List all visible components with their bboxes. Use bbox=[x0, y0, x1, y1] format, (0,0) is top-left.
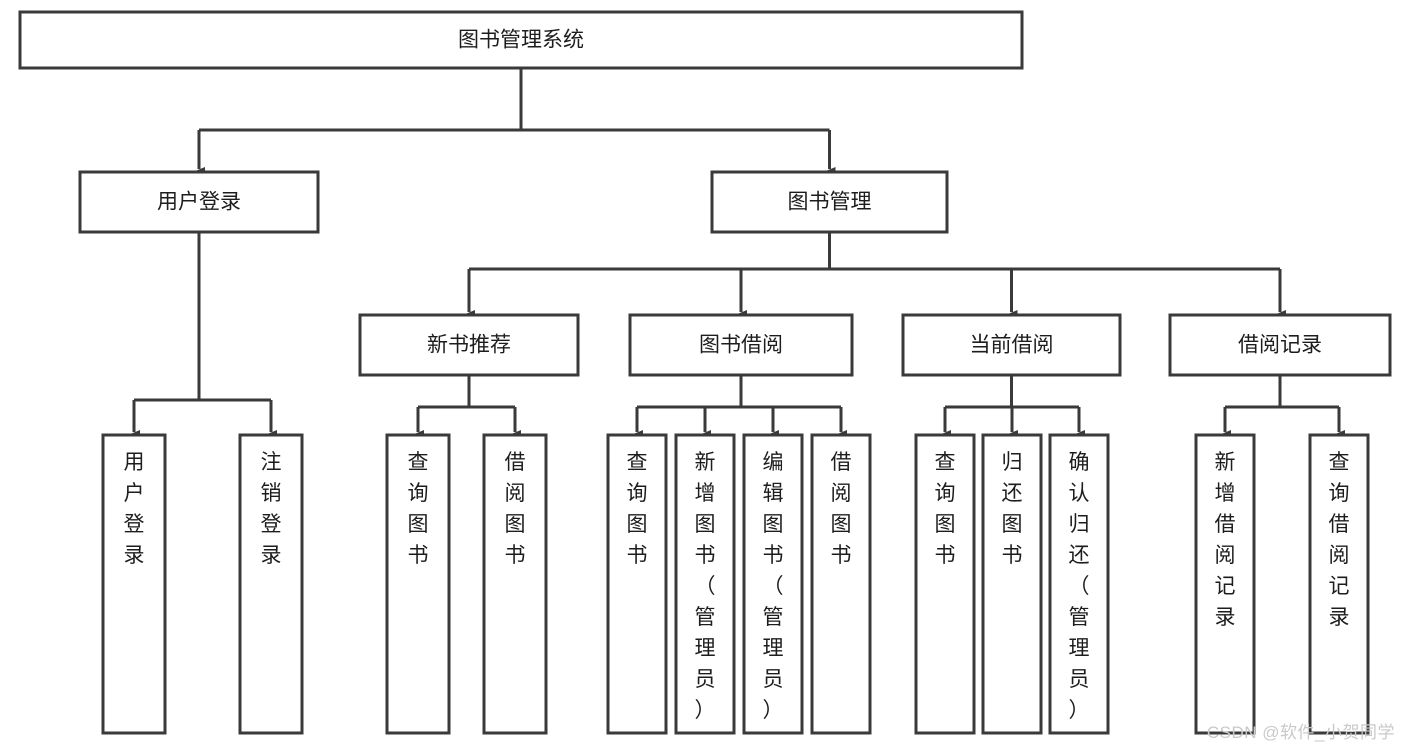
leaf-leaf-query-book-2[interactable]: 查询图书 bbox=[606, 433, 668, 735]
leaf-leaf-query-borrow-record[interactable]: 查询借阅记录 bbox=[1308, 433, 1370, 735]
node-root-title-rect bbox=[18, 10, 1024, 70]
connector-edges bbox=[128, 68, 1345, 440]
leaf-leaf-return-book-label: 归还图书 bbox=[1002, 451, 1023, 567]
leaf-leaf-query-book-3-label: 查询图书 bbox=[935, 451, 956, 567]
leaf-leaf-confirm-return-label: 确认归还（管理员） bbox=[1069, 451, 1090, 722]
node-book-manage-rect bbox=[710, 170, 949, 234]
leaf-leaf-confirm-return[interactable]: 确认归还（管理员） bbox=[1048, 433, 1110, 735]
leaf-leaf-add-book-label: 新增图书（管理员） bbox=[695, 451, 716, 722]
leaf-leaf-query-book-3-rect bbox=[914, 433, 976, 735]
node-current-borrow[interactable]: 当前借阅 bbox=[901, 313, 1122, 377]
node-borrow-record-label: 借阅记录 bbox=[1238, 334, 1322, 357]
leaf-leaf-query-borrow-record-label: 查询借阅记录 bbox=[1329, 451, 1350, 629]
node-book-borrow-rect bbox=[628, 313, 854, 377]
node-book-borrow-label: 图书借阅 bbox=[699, 334, 783, 357]
leaf-leaf-borrow-book-2-label: 借阅图书 bbox=[831, 451, 852, 567]
leaf-leaf-query-book-3[interactable]: 查询图书 bbox=[914, 433, 976, 735]
node-current-borrow-rect bbox=[901, 313, 1122, 377]
leaf-leaf-logout-login-label: 注销登录 bbox=[261, 451, 282, 567]
leaf-leaf-borrow-book-1-rect bbox=[482, 433, 548, 735]
leaf-leaf-edit-book-label: 编辑图书（管理员） bbox=[763, 451, 784, 722]
leaf-leaf-return-book-rect bbox=[981, 433, 1043, 735]
leaf-leaf-edit-book[interactable]: 编辑图书（管理员） bbox=[742, 433, 804, 735]
node-new-book-recommend[interactable]: 新书推荐 bbox=[358, 313, 580, 377]
nodes-layer: 图书管理系统用户登录图书管理新书推荐图书借阅当前借阅借阅记录用户登录注销登录查询… bbox=[18, 10, 1392, 735]
leaf-leaf-borrow-book-2[interactable]: 借阅图书 bbox=[810, 433, 872, 735]
node-current-borrow-label: 当前借阅 bbox=[970, 334, 1054, 357]
node-user-login[interactable]: 用户登录 bbox=[78, 170, 320, 234]
leaf-leaf-query-book-2-label: 查询图书 bbox=[627, 451, 648, 567]
leaf-leaf-logout-login[interactable]: 注销登录 bbox=[238, 433, 304, 735]
leaf-leaf-borrow-book-1[interactable]: 借阅图书 bbox=[482, 433, 548, 735]
leaf-leaf-borrow-book-2-rect bbox=[810, 433, 872, 735]
watermark-text: CSDN @软件_小贺同学 bbox=[1206, 723, 1395, 742]
node-book-borrow[interactable]: 图书借阅 bbox=[628, 313, 854, 377]
leaf-leaf-edit-book-rect bbox=[742, 433, 804, 735]
leaf-leaf-query-book-2-rect bbox=[606, 433, 668, 735]
leaf-leaf-query-book-1[interactable]: 查询图书 bbox=[385, 433, 451, 735]
leaf-leaf-return-book[interactable]: 归还图书 bbox=[981, 433, 1043, 735]
node-root-title-label: 图书管理系统 bbox=[458, 29, 584, 52]
leaf-leaf-add-borrow-record-label: 新增借阅记录 bbox=[1215, 451, 1236, 629]
node-new-book-recommend-rect bbox=[358, 313, 580, 377]
node-user-login-label: 用户登录 bbox=[157, 191, 241, 214]
leaf-leaf-user-login-rect bbox=[101, 433, 167, 735]
leaf-leaf-add-book[interactable]: 新增图书（管理员） bbox=[674, 433, 736, 735]
leaf-leaf-logout-login-rect bbox=[238, 433, 304, 735]
leaf-leaf-query-book-1-rect bbox=[385, 433, 451, 735]
leaf-leaf-add-borrow-record[interactable]: 新增借阅记录 bbox=[1194, 433, 1256, 735]
node-user-login-rect bbox=[78, 170, 320, 234]
leaf-leaf-add-borrow-record-rect bbox=[1194, 433, 1256, 735]
node-book-manage[interactable]: 图书管理 bbox=[710, 170, 949, 234]
node-new-book-recommend-label: 新书推荐 bbox=[427, 334, 511, 357]
leaf-leaf-user-login-label: 用户登录 bbox=[124, 451, 145, 567]
node-borrow-record-rect bbox=[1168, 313, 1392, 377]
node-borrow-record[interactable]: 借阅记录 bbox=[1168, 313, 1392, 377]
leaf-leaf-confirm-return-rect bbox=[1048, 433, 1110, 735]
node-root-title[interactable]: 图书管理系统 bbox=[18, 10, 1024, 70]
leaf-leaf-add-book-rect bbox=[674, 433, 736, 735]
node-book-manage-label: 图书管理 bbox=[788, 191, 872, 214]
leaf-leaf-query-book-1-label: 查询图书 bbox=[408, 451, 429, 567]
leaf-leaf-borrow-book-1-label: 借阅图书 bbox=[505, 451, 526, 567]
leaf-leaf-user-login[interactable]: 用户登录 bbox=[101, 433, 167, 735]
leaf-leaf-query-borrow-record-rect bbox=[1308, 433, 1370, 735]
